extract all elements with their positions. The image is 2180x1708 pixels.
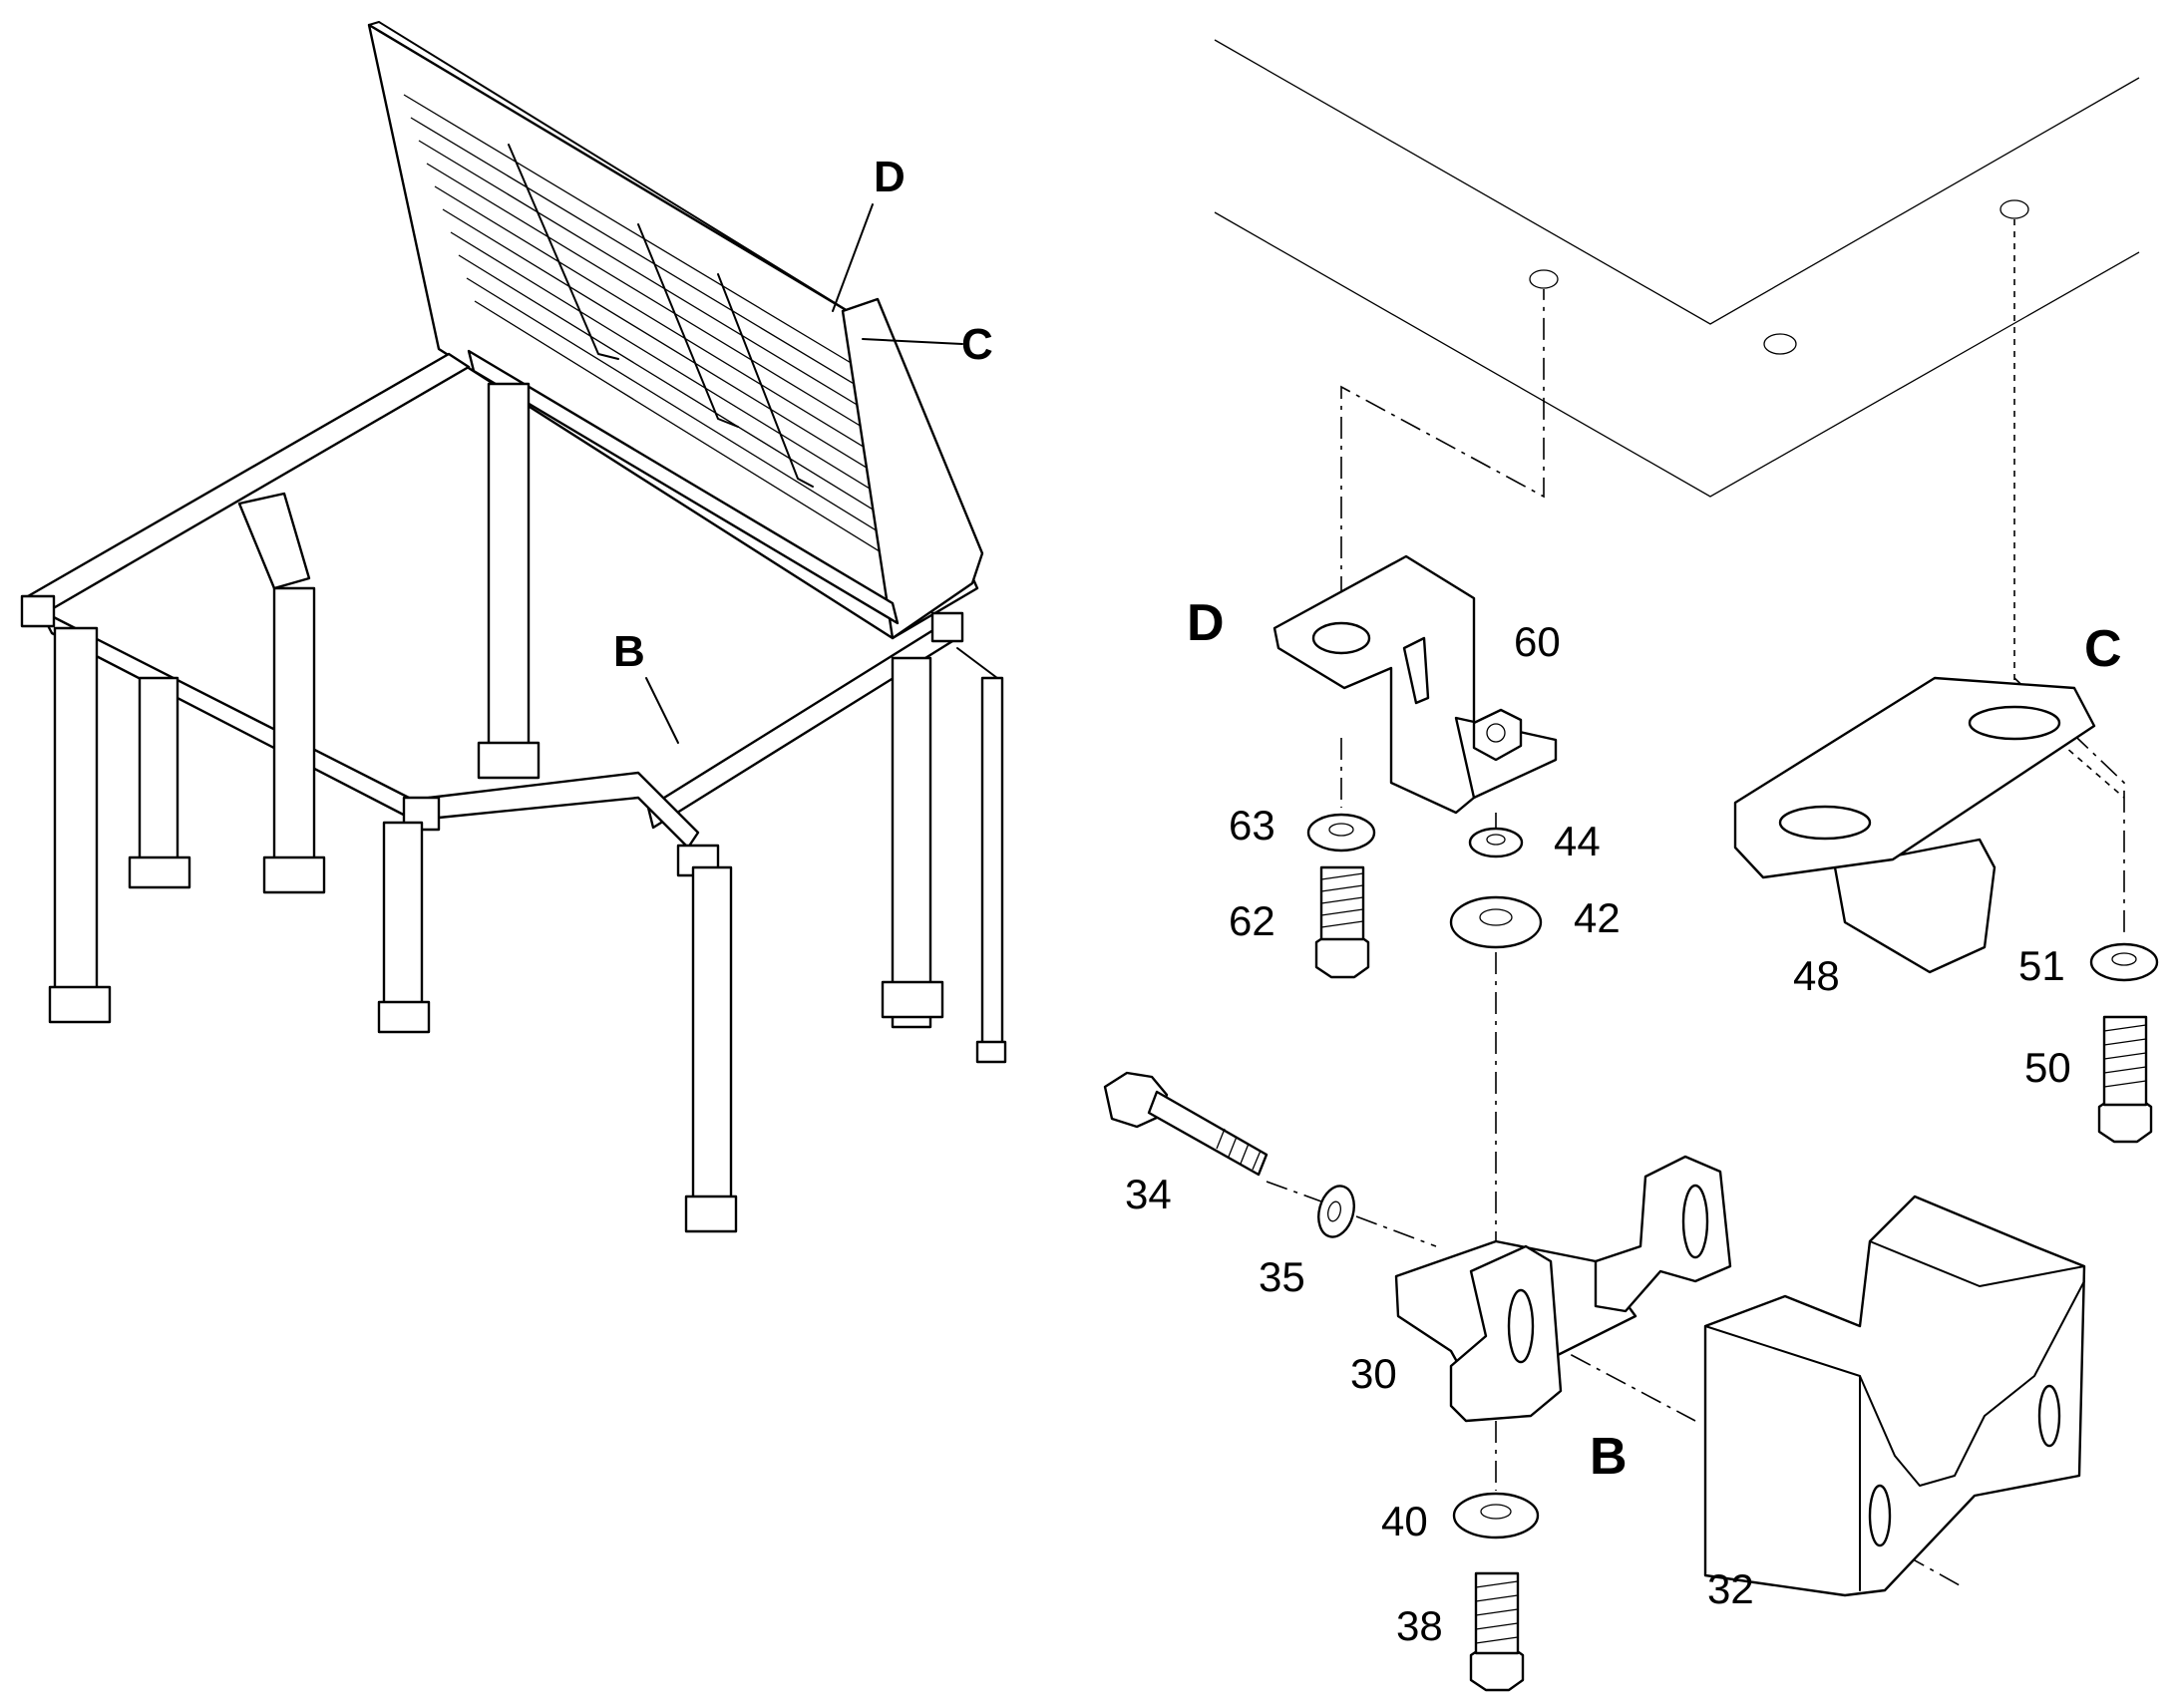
detail-label-d: D — [1187, 594, 1225, 652]
part-number-44: 44 — [1554, 818, 1601, 864]
part-number-35: 35 — [1259, 1253, 1305, 1300]
bolt-38 — [1469, 1571, 1525, 1692]
callout-c: C — [961, 320, 993, 369]
frame-overview-drawing: D C B — [20, 21, 1007, 1233]
part-number-32: 32 — [1707, 1565, 1754, 1612]
washer-51 — [2089, 942, 2159, 982]
part-number-62: 62 — [1229, 897, 1275, 944]
bolt-34 — [1103, 1071, 1269, 1177]
part-number-38: 38 — [1396, 1602, 1443, 1649]
part-number-30: 30 — [1350, 1350, 1397, 1397]
washer-40 — [1452, 1492, 1540, 1539]
mounting-plate — [1214, 39, 2140, 498]
part-number-51: 51 — [2018, 942, 2065, 989]
open-lid — [367, 21, 984, 640]
frame-rails — [20, 349, 964, 877]
callout-c-leader — [862, 338, 963, 345]
part-number-34: 34 — [1125, 1171, 1172, 1217]
part-number-60: 60 — [1514, 618, 1561, 665]
part-number-48: 48 — [1793, 952, 1840, 999]
callout-b-leader — [645, 677, 679, 744]
washer-35 — [1317, 1185, 1355, 1238]
part-number-50: 50 — [2024, 1044, 2071, 1091]
callout-b: B — [613, 627, 645, 676]
washer-42 — [1449, 895, 1543, 949]
detail-c-pad-48 — [1733, 676, 2096, 974]
detail-label-b: B — [1590, 1428, 1628, 1486]
detail-d-bracket-60 — [1272, 554, 1558, 815]
bolt-62 — [1314, 865, 1370, 979]
part-number-40: 40 — [1381, 1498, 1428, 1544]
detail-label-c: C — [2084, 620, 2122, 678]
callout-d-leader — [832, 203, 874, 312]
bolt-50 — [2097, 1015, 2153, 1144]
washer-63 — [1306, 813, 1376, 853]
bracket-30 — [1394, 1155, 1732, 1423]
part-number-63: 63 — [1229, 802, 1275, 849]
block-32 — [1703, 1195, 2086, 1597]
callout-d: D — [874, 153, 906, 201]
lock-washer-44 — [1468, 827, 1524, 858]
part-number-42: 42 — [1574, 894, 1621, 941]
frame-legs — [48, 382, 1007, 1233]
